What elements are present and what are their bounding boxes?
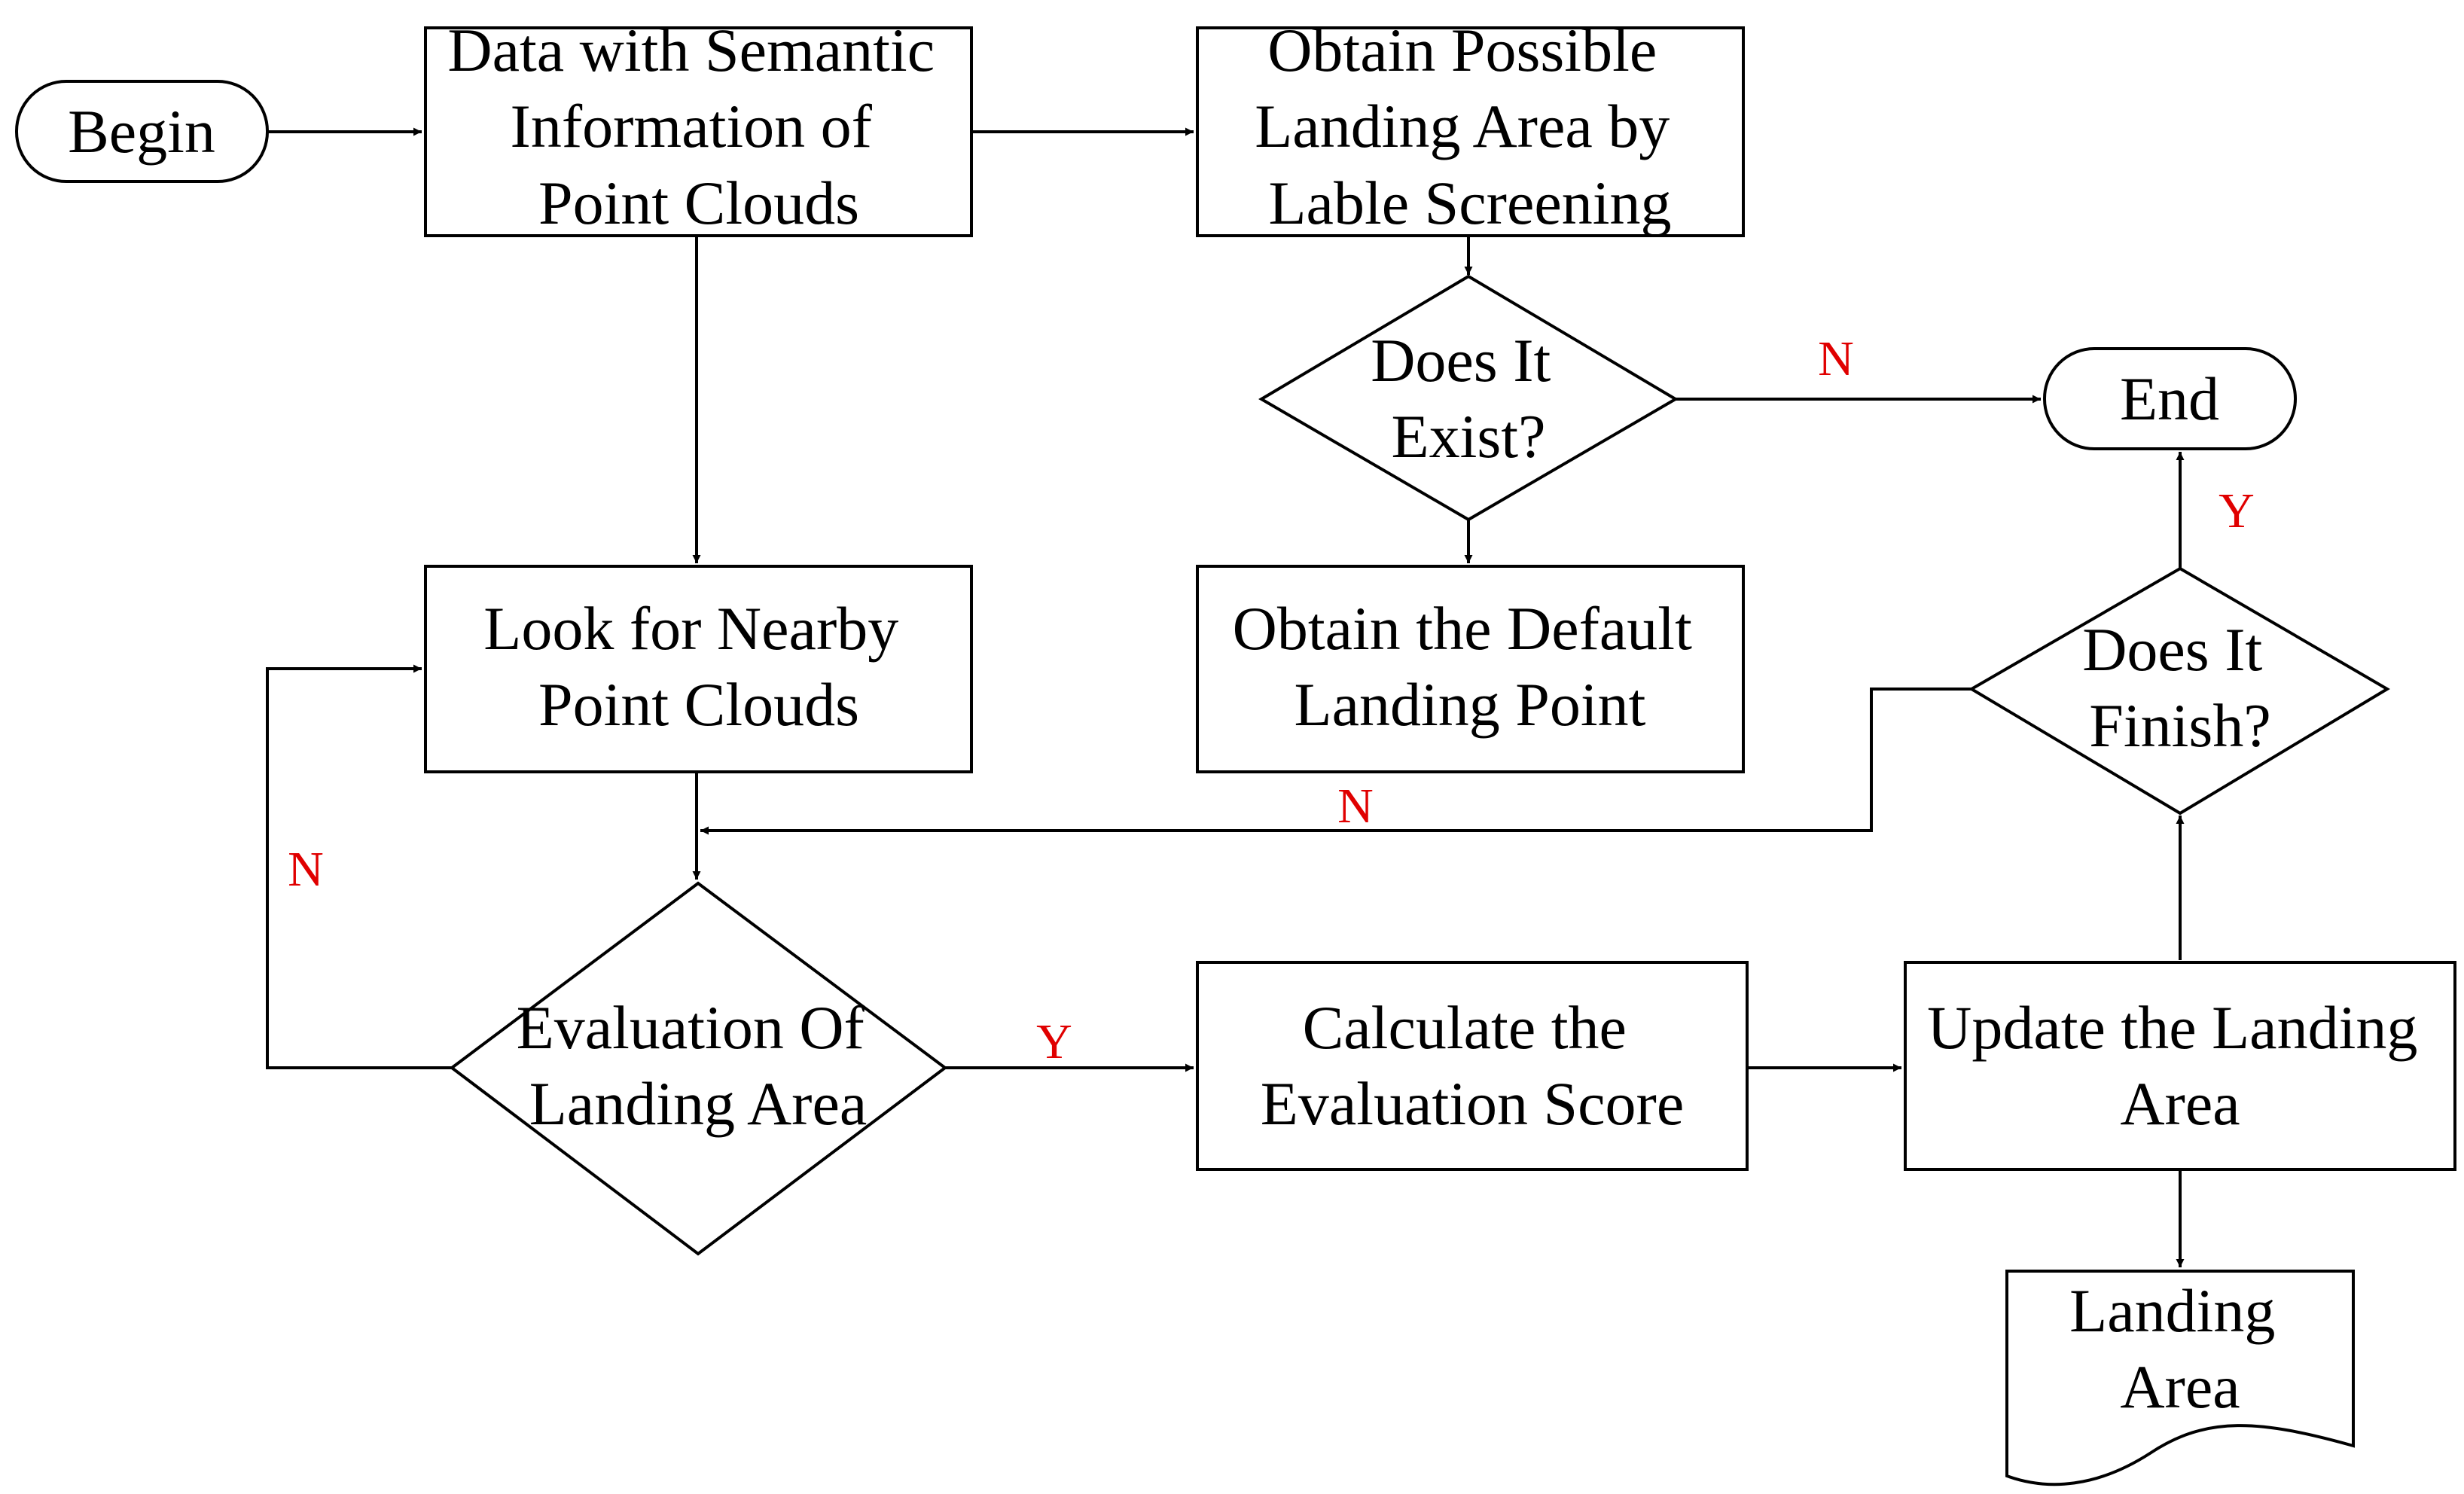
output-document — [2005, 1270, 2355, 1486]
nodes — [15, 26, 2456, 1486]
node-labels: Begin Data with Semantic Information of … — [68, 16, 2433, 1421]
exist-label: Does It Exist? — [1371, 326, 1566, 471]
obtain-area-label: Obtain Possible Landing Area by Lable Sc… — [1255, 16, 1685, 237]
edge-finish-no-loop — [700, 688, 1972, 835]
score-label: Calculate the Evaluation Score — [1261, 993, 1684, 1138]
end-terminator — [2043, 347, 2297, 450]
default-box — [1196, 565, 1745, 773]
edge-eval-no-loop — [266, 664, 452, 1069]
nearby-label: Look for Nearby Point Clouds — [483, 594, 914, 739]
finish-label: Does It Finish? — [2082, 615, 2278, 760]
eval-yes-label: Y — [1036, 1014, 1072, 1069]
eval-no-label: N — [288, 842, 324, 897]
data-label: Data with Semantic Information of Point … — [447, 16, 950, 237]
end-label: End — [2120, 364, 2219, 433]
update-label: Update the Landing Area — [1927, 993, 2433, 1138]
exist-decision — [1258, 274, 1679, 522]
finish-decision — [1968, 566, 2390, 816]
begin-label: Begin — [68, 97, 215, 166]
nearby-box — [424, 565, 973, 773]
data-box — [424, 26, 973, 237]
finish-no-label: N — [1337, 779, 1374, 834]
update-box — [1904, 961, 2456, 1171]
edge-labels: N Y N N Y — [288, 331, 2255, 1069]
evaluation-decision — [449, 881, 948, 1256]
score-box — [1196, 961, 1749, 1171]
output-label: Landing Area — [2069, 1276, 2291, 1421]
edges — [266, 127, 2185, 1267]
finish-yes-label: Y — [2219, 483, 2255, 538]
obtain-area-box — [1196, 26, 1745, 237]
begin-terminator — [15, 80, 269, 183]
default-label: Obtain the Default Landing Point — [1233, 594, 1708, 739]
evaluation-label: Evaluation Of Landing Area — [517, 993, 880, 1138]
exist-no-label: N — [1818, 331, 1854, 386]
